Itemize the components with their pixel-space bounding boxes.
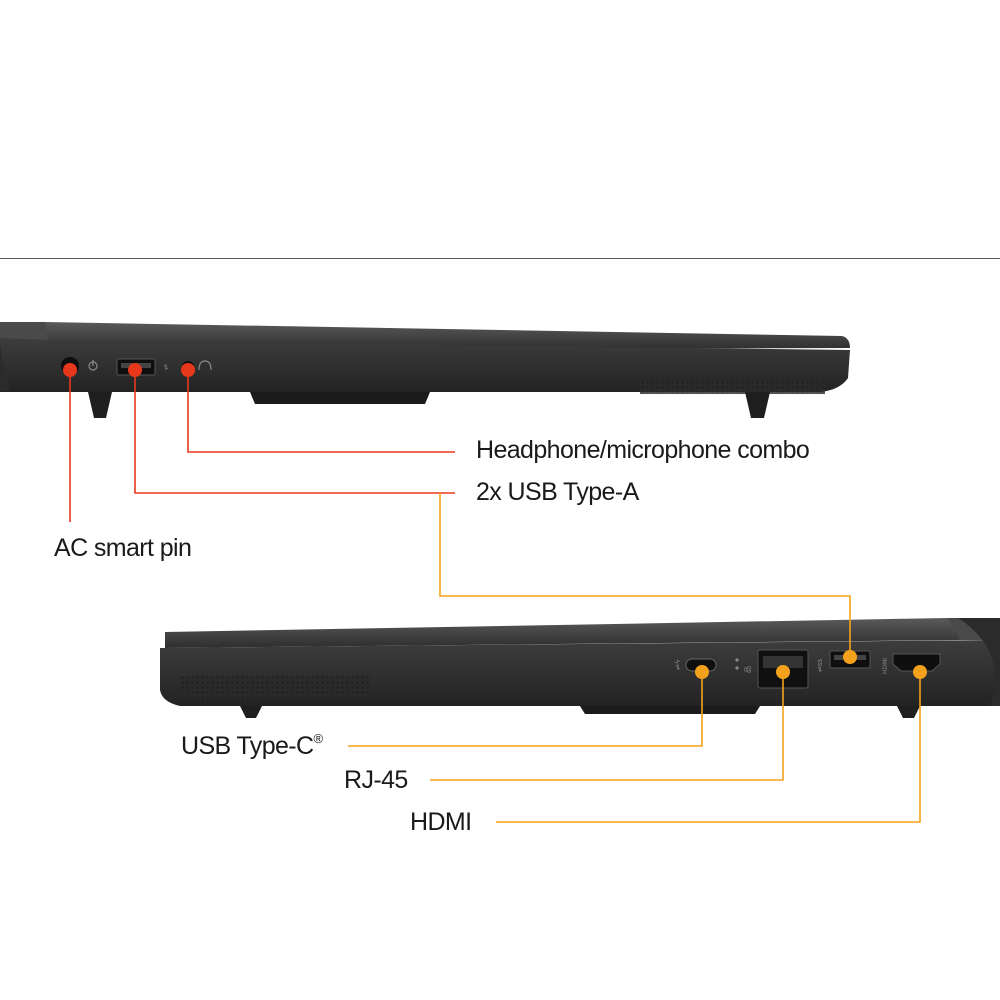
callout-dot-ac-pin [63,363,77,377]
right-side-foot-b [897,706,920,718]
svg-text:⇌: ⇌ [162,364,170,370]
callout-line-headphone [187,370,455,453]
hdmi-icon: HDMI [882,658,889,674]
power-icon [88,360,98,371]
section-divider [0,258,1000,259]
callout-lines-right [348,493,921,823]
headset-icon [198,360,212,371]
callout-line-rj45 [430,672,784,781]
label-rj45: RJ-45 [344,766,408,794]
label-usb-type-c-text: USB Type-C [181,732,314,760]
svg-text:HDMI: HDMI [882,658,889,674]
callout-lines-left [69,370,455,522]
laptop-left-side: ⇌ [0,322,850,418]
hdmi-port [892,653,941,672]
callout-dot-rj45 [776,665,790,679]
svg-text:品: 品 [744,666,752,673]
usb-icon: ⇌ [162,364,170,370]
callout-line-usb-a-branch [439,493,851,657]
left-foot [88,392,112,418]
right-side-foot-a [240,706,262,718]
right-foot [745,392,770,418]
laptop-right-side: ⇌ϟ 品 ⇌ss HDMI [160,618,1000,718]
label-usb-type-a: 2x USB Type-A [476,478,639,506]
usb-c-icon: ⇌ϟ [674,660,682,670]
callout-dot-usb-a [128,363,142,377]
callout-dot-usb-c [695,665,709,679]
label-hdmi: HDMI [410,808,472,836]
callout-line-hdmi [496,672,921,823]
svg-text:⇌ϟ: ⇌ϟ [674,660,682,670]
callout-line-usb-c [348,672,703,747]
registered-mark: ® [313,731,323,746]
label-usb-type-c: USB Type-C® [181,731,323,760]
usb-icon: ⇌ss [816,658,824,672]
callout-dots [63,363,927,679]
network-icon: 品 [735,658,752,673]
callout-dot-headphone [181,363,195,377]
callout-dot-hdmi [913,665,927,679]
svg-text:⇌ss: ⇌ss [816,658,824,672]
label-ac-smart-pin: AC smart pin [54,534,192,562]
callout-line-usb-a [134,370,455,494]
label-headphone-combo: Headphone/microphone combo [476,436,810,464]
callout-dot-usb-a-right [843,650,857,664]
